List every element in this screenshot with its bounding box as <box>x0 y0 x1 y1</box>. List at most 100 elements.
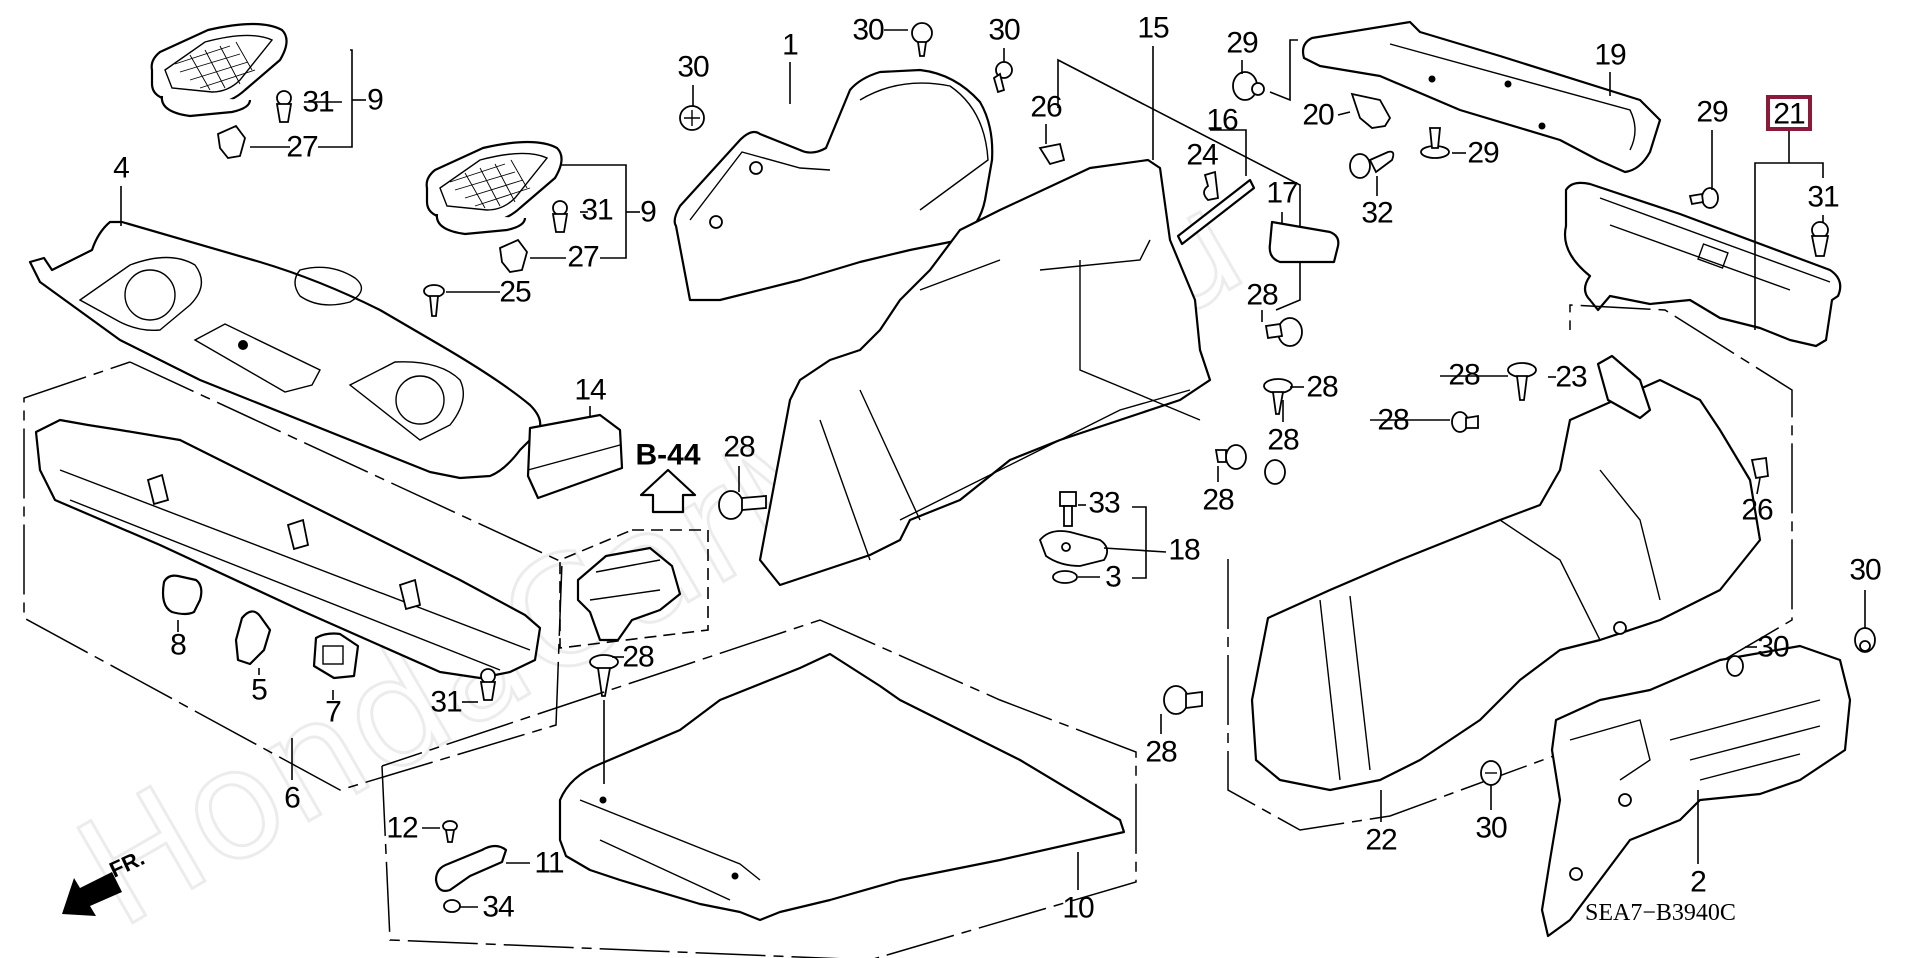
callout-28[interactable]: 28 <box>1267 424 1300 457</box>
part-17-cover[interactable] <box>1268 220 1340 264</box>
callout-18[interactable]: 18 <box>1168 534 1201 567</box>
part-26-clip-right[interactable] <box>1750 456 1769 480</box>
part-16-strip[interactable] <box>1176 178 1256 246</box>
part-28-clip-e[interactable] <box>1507 362 1537 401</box>
part-23-cover[interactable] <box>1596 354 1652 420</box>
part-28-clip-c[interactable] <box>1214 444 1247 470</box>
callout-32[interactable]: 32 <box>1361 197 1394 230</box>
callout-30[interactable]: 30 <box>1757 631 1790 664</box>
part-24-clip[interactable] <box>1203 170 1219 201</box>
part-12-clip[interactable] <box>442 820 458 843</box>
callout-8[interactable]: 8 <box>170 629 187 662</box>
part-28-clip-h[interactable] <box>589 654 619 697</box>
part-8-cap[interactable] <box>161 574 203 616</box>
callout-28[interactable]: 28 <box>1306 371 1339 404</box>
part-29-clip-right[interactable] <box>1688 187 1719 209</box>
callout-3[interactable]: 3 <box>1105 561 1122 594</box>
part-b44-detail[interactable] <box>576 546 682 642</box>
part-28-clip-f[interactable] <box>1451 411 1479 433</box>
part-9-speaker-grille-upper[interactable] <box>150 22 288 118</box>
callout-26[interactable]: 26 <box>1030 91 1063 124</box>
part-2-side-panel[interactable] <box>1540 644 1852 938</box>
callout-9[interactable]: 9 <box>640 196 657 229</box>
part-28-clip-g[interactable] <box>718 490 767 520</box>
callout-4[interactable]: 4 <box>113 152 130 185</box>
callout-2[interactable]: 2 <box>1690 866 1707 899</box>
part-34-nut[interactable] <box>443 899 461 913</box>
part-11-strap[interactable] <box>434 844 508 892</box>
part-31-clip-mid[interactable] <box>551 200 569 233</box>
callout-33[interactable]: 33 <box>1088 487 1121 520</box>
part-28-clip-i[interactable] <box>1163 685 1203 715</box>
part-25-screw[interactable] <box>423 284 445 317</box>
part-30-clip-a[interactable] <box>679 105 705 131</box>
part-30-clip-e[interactable] <box>1726 655 1744 677</box>
callout-23[interactable]: 23 <box>1555 361 1588 394</box>
callout-29[interactable]: 29 <box>1226 27 1259 60</box>
callout-28[interactable]: 28 <box>723 431 756 464</box>
callout-30[interactable]: 30 <box>1849 554 1882 587</box>
callout-30[interactable]: 30 <box>1475 812 1508 845</box>
part-18-hook[interactable] <box>1038 530 1109 567</box>
callout-9[interactable]: 9 <box>367 84 384 117</box>
callout-25[interactable]: 25 <box>499 276 532 309</box>
part-30-clip-d[interactable] <box>1480 760 1502 786</box>
callout-28[interactable]: 28 <box>1448 359 1481 392</box>
part-31-clip-lower[interactable] <box>479 668 497 701</box>
callout-28[interactable]: 28 <box>1246 279 1279 312</box>
part-28-clip-d[interactable] <box>1264 459 1286 485</box>
callout-27[interactable]: 27 <box>567 241 600 274</box>
part-9-speaker-grille-lower[interactable] <box>425 140 563 236</box>
callout-31[interactable]: 31 <box>430 686 463 719</box>
part-1-side-cover[interactable] <box>673 68 994 302</box>
part-28-clip-a[interactable] <box>1264 317 1303 347</box>
callout-17[interactable]: 17 <box>1266 177 1299 210</box>
part-30-clip-c[interactable] <box>992 61 1013 94</box>
callout-5[interactable]: 5 <box>251 674 268 707</box>
part-7-clip[interactable] <box>312 632 360 680</box>
callout-11[interactable]: 11 <box>534 847 564 880</box>
callout-29[interactable]: 29 <box>1467 137 1500 170</box>
part-28-clip-b[interactable] <box>1263 378 1293 415</box>
part-5-clip[interactable] <box>234 610 272 666</box>
callout-6[interactable]: 6 <box>284 782 301 815</box>
callout-31[interactable]: 31 <box>1807 181 1840 214</box>
callout-24[interactable]: 24 <box>1186 139 1219 172</box>
callout-28[interactable]: 28 <box>1377 404 1410 437</box>
callout-29[interactable]: 29 <box>1696 96 1729 129</box>
callout-20[interactable]: 20 <box>1302 99 1335 132</box>
b44-reference[interactable]: B-44 <box>635 439 701 514</box>
callout-31[interactable]: 31 <box>581 194 614 227</box>
callout-14[interactable]: 14 <box>574 374 607 407</box>
callout-22[interactable]: 22 <box>1365 824 1398 857</box>
callout-26[interactable]: 26 <box>1741 494 1774 527</box>
callout-12[interactable]: 12 <box>386 812 419 845</box>
part-4-rear-tray[interactable] <box>28 220 542 480</box>
callout-7[interactable]: 7 <box>325 696 342 729</box>
callout-28[interactable]: 28 <box>622 641 655 674</box>
part-19-rear-trim[interactable] <box>1301 20 1662 174</box>
part-6-bulkhead[interactable] <box>34 418 542 680</box>
part-14-cover[interactable] <box>526 413 624 500</box>
callout-28[interactable]: 28 <box>1202 484 1235 517</box>
part-15-trunk-side-lining[interactable] <box>758 158 1212 587</box>
part-32-clip[interactable] <box>1349 150 1395 179</box>
callout-28[interactable]: 28 <box>1145 736 1178 769</box>
callout-21[interactable]: 21 <box>1773 98 1806 131</box>
callout-10[interactable]: 10 <box>1062 892 1095 925</box>
part-27-clip-upper[interactable] <box>217 124 246 159</box>
part-30-clip-b[interactable] <box>911 22 933 57</box>
part-22-trunk-side-lining-right[interactable] <box>1250 378 1762 792</box>
b44-label[interactable]: B-44 <box>635 439 700 472</box>
callout-30[interactable]: 30 <box>852 14 885 47</box>
callout-31[interactable]: 31 <box>302 86 335 119</box>
part-21-rear-panel-lining[interactable] <box>1563 181 1842 348</box>
callout-34[interactable]: 34 <box>482 891 515 924</box>
callout-30[interactable]: 30 <box>988 14 1021 47</box>
part-10-trunk-mat[interactable] <box>558 652 1126 922</box>
callout-30[interactable]: 30 <box>677 51 710 84</box>
part-30-clip-f[interactable] <box>1854 627 1876 653</box>
part-29-clip-mid[interactable] <box>1420 127 1450 159</box>
part-27-clip-mid[interactable] <box>499 238 528 273</box>
part-26-clip-upper[interactable] <box>1038 142 1066 166</box>
